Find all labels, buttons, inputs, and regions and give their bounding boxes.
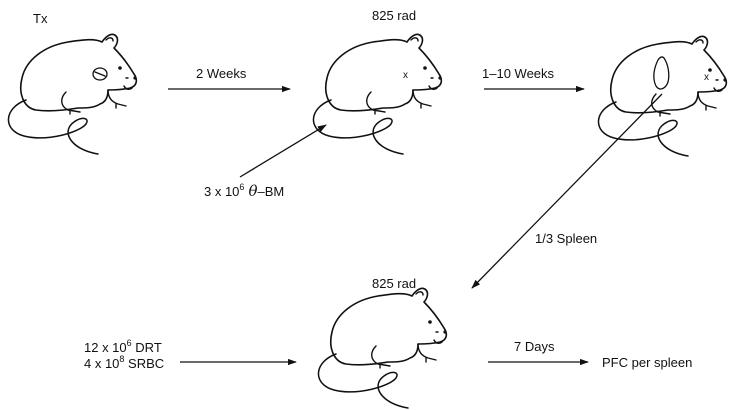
arrow-bone-marrow [240, 125, 326, 177]
arrow-2-weeks-label: 2 Weeks [196, 66, 247, 81]
spleen-label: 1/3 Spleen [535, 231, 597, 246]
mouse-recipient [318, 288, 446, 408]
mouse-icon [318, 288, 446, 408]
arrow-spleen [472, 94, 662, 288]
drt-label: 12 x 106 DRT [84, 338, 162, 355]
mouse-donor: x [598, 36, 726, 156]
mouse-icon [8, 34, 136, 154]
arrow-7-days-label: 7 Days [514, 339, 555, 354]
result-label: PFC per spleen [602, 355, 692, 370]
arrow-1-10-weeks-label: 1–10 Weeks [482, 66, 555, 81]
mouse-tx-label: Tx [33, 11, 48, 26]
mouse-recipient-label: 825 rad [372, 276, 416, 291]
mouse-tx [8, 34, 136, 154]
mouse-irradiated-label: 825 rad [372, 8, 416, 23]
mouse-irradiated: x [313, 34, 441, 154]
mouse-icon [598, 36, 726, 156]
x-mark-icon: x [403, 70, 408, 81]
srbc-label: 4 x 108 SRBC [84, 354, 164, 371]
mouse-icon [313, 34, 441, 154]
x-mark-icon: x [704, 72, 709, 83]
